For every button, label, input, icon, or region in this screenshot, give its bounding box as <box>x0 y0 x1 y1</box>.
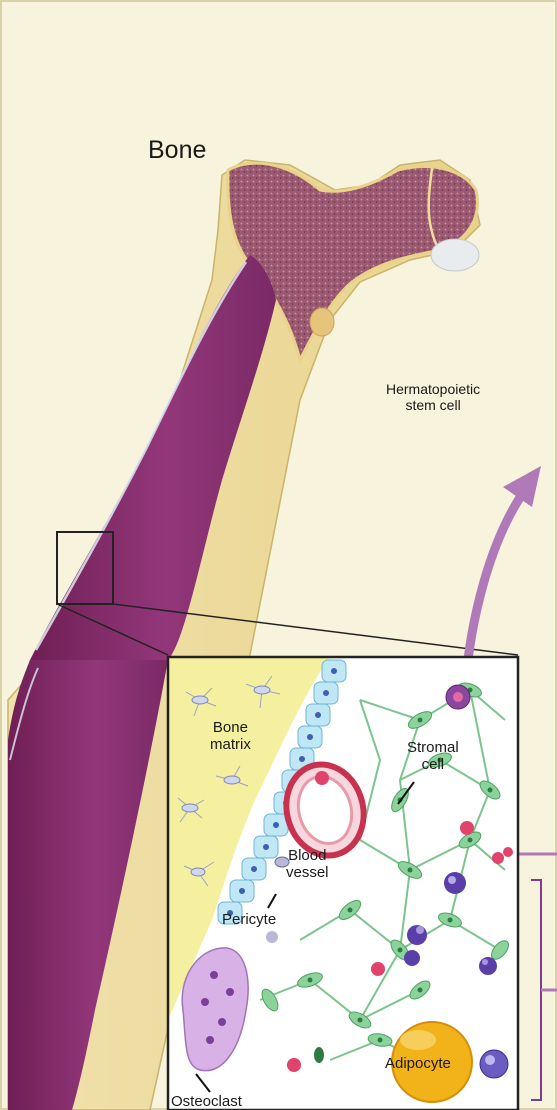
adipocyte-label: Adipocyte <box>385 1056 451 1073</box>
red-blood-cell <box>315 771 329 785</box>
bone-tubercle <box>310 308 334 336</box>
pericyte-label: Pericyte <box>222 912 276 929</box>
joint-cartilage <box>431 239 479 271</box>
blood-vessel-label: Blood vessel <box>286 848 329 882</box>
adipocyte-highlight <box>400 1030 436 1050</box>
bone-label: Bone <box>148 136 206 164</box>
osteoclast-label: Osteoclast <box>171 1094 242 1110</box>
hematopoietic-stem-cell-label: Hermatopoietic stem cell <box>386 382 480 413</box>
bone-matrix-label: Bone matrix <box>210 720 251 754</box>
stromal-cell-label: Stromal cell <box>407 740 459 774</box>
